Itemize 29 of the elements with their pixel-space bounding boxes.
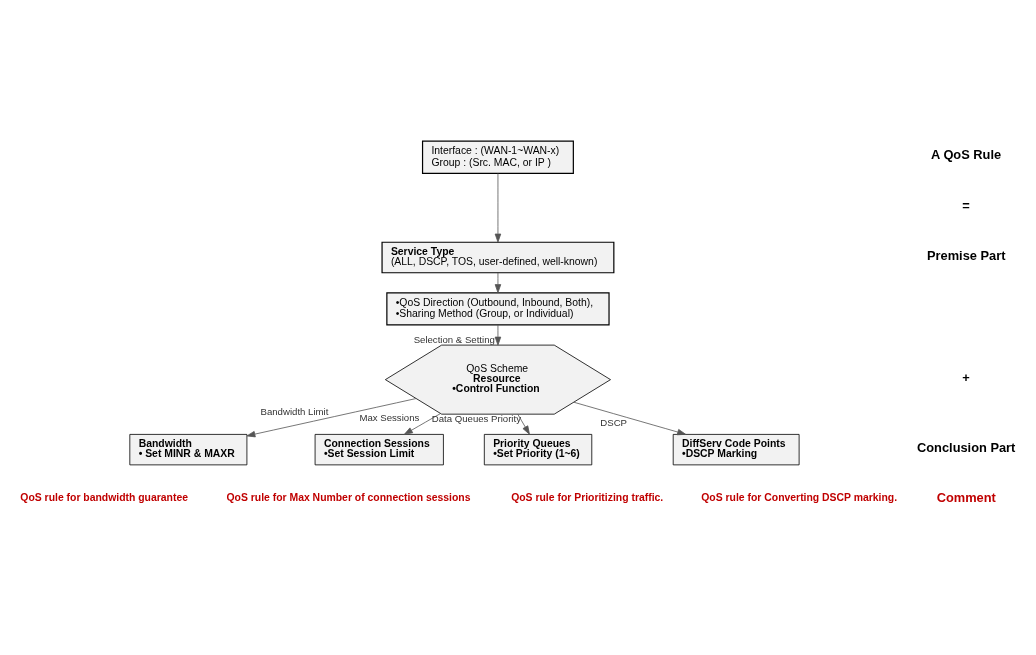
label: A QoS Rule <box>931 147 1002 163</box>
node-box: DiffServ Code Points •DSCP Marking <box>672 434 800 466</box>
label: Comment <box>936 489 996 505</box>
node-box: Bandwidth • Set MINR & MAXR <box>129 434 248 466</box>
arrow <box>573 401 686 436</box>
label: Premise Part <box>927 247 1006 263</box>
node-box: •QoS Direction (Outbound, Inbound, Both), •Sharing Method (Group, or Individual) <box>386 292 610 326</box>
label: = <box>962 198 970 214</box>
edge-label: Selection & Setting <box>413 333 495 345</box>
node-label: QoS rule for Max Number of connection sessions <box>226 492 471 504</box>
label: Conclusion Part <box>917 439 1016 455</box>
node-box: Connection Sessions •Set Session Limit <box>314 434 444 466</box>
node-box: Service Type (ALL, DSCP, TOS, user-defined, well-known) <box>381 241 615 274</box>
node-label: QoS rule for Converting DSCP marking. <box>701 492 898 504</box>
arrow <box>494 173 502 243</box>
arrow <box>494 272 502 293</box>
node-label: QoS rule for bandwidth guarantee <box>20 492 189 504</box>
label: + <box>962 369 970 385</box>
node-box: Interface : (WAN-1~WAN-x) Group : (Src. MAC, or IP ) <box>421 140 574 174</box>
edge-label: Data Queues Priority <box>431 412 521 424</box>
edge-label: DSCP <box>600 416 628 428</box>
arrow <box>494 324 502 346</box>
arrow <box>246 398 417 438</box>
node-label: QoS rule for Prioritizing traffic. <box>511 492 664 504</box>
edge-label: Bandwidth Limit <box>260 405 329 417</box>
arrow <box>404 413 441 435</box>
node-box: Priority Queues •Set Priority (1~6) <box>483 434 593 466</box>
edge-label: Max Sessions <box>359 412 420 424</box>
arrow <box>517 413 530 435</box>
